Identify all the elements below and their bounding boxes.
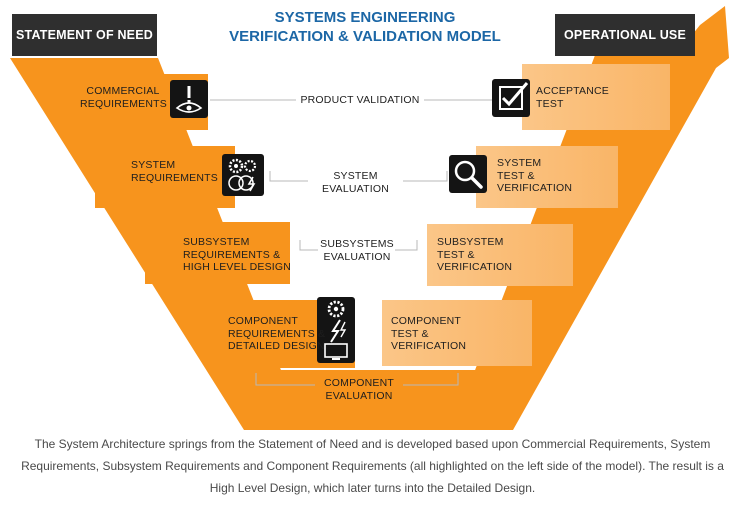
diagram-title: Systems Engineering Verification & Valid… xyxy=(229,9,501,45)
label-subsystem-requirements: Subsystem Requirements & High Level Desi… xyxy=(183,236,292,273)
v-inner xyxy=(165,58,590,370)
box-subsystem-requirements xyxy=(145,222,290,284)
label-system-requirements: System Requirements xyxy=(131,159,218,184)
label-system-test: System Test & Verification xyxy=(497,157,573,194)
box-system-requirements xyxy=(95,146,235,208)
checkbox-icon xyxy=(492,79,530,117)
box-system-test xyxy=(476,146,618,208)
label-acceptance-test: Acceptance Test xyxy=(536,85,609,110)
label-system-evaluation: System Evaluation xyxy=(322,170,389,195)
gears-icon xyxy=(222,154,264,196)
magnifier-icon xyxy=(449,155,487,193)
caption-text: The System Architecture springs from the… xyxy=(21,437,724,495)
label-subsystem-test: Subsystem Test & Verification xyxy=(437,236,513,273)
label-subsystems-evaluation: Subsystems Evaluation xyxy=(320,238,394,263)
connector-lines xyxy=(210,99,496,386)
component-gear-monitor-icon xyxy=(317,297,355,363)
vv-model-diagram: Statement of Need Operational Use System… xyxy=(10,6,729,430)
label-component-test: Component Test & Verification xyxy=(391,315,467,352)
label-component-evaluation: Component Evaluation xyxy=(323,377,395,402)
eye-alert-icon xyxy=(170,80,208,118)
label-product-validation: Product Validation xyxy=(300,94,420,106)
box-acceptance-test xyxy=(522,64,670,130)
label-component-requirements: Component Requirements & Detailed Design xyxy=(228,315,326,352)
v-shape xyxy=(10,6,729,430)
box-subsystem-test xyxy=(427,224,573,286)
header-statement-of-need: Statement of Need xyxy=(12,14,157,56)
v-shape-graphic xyxy=(10,6,729,430)
box-component-test xyxy=(382,300,532,366)
label-commercial-requirements: Commercial Requirements xyxy=(80,85,167,110)
header-operational-use: Operational Use xyxy=(555,14,695,56)
